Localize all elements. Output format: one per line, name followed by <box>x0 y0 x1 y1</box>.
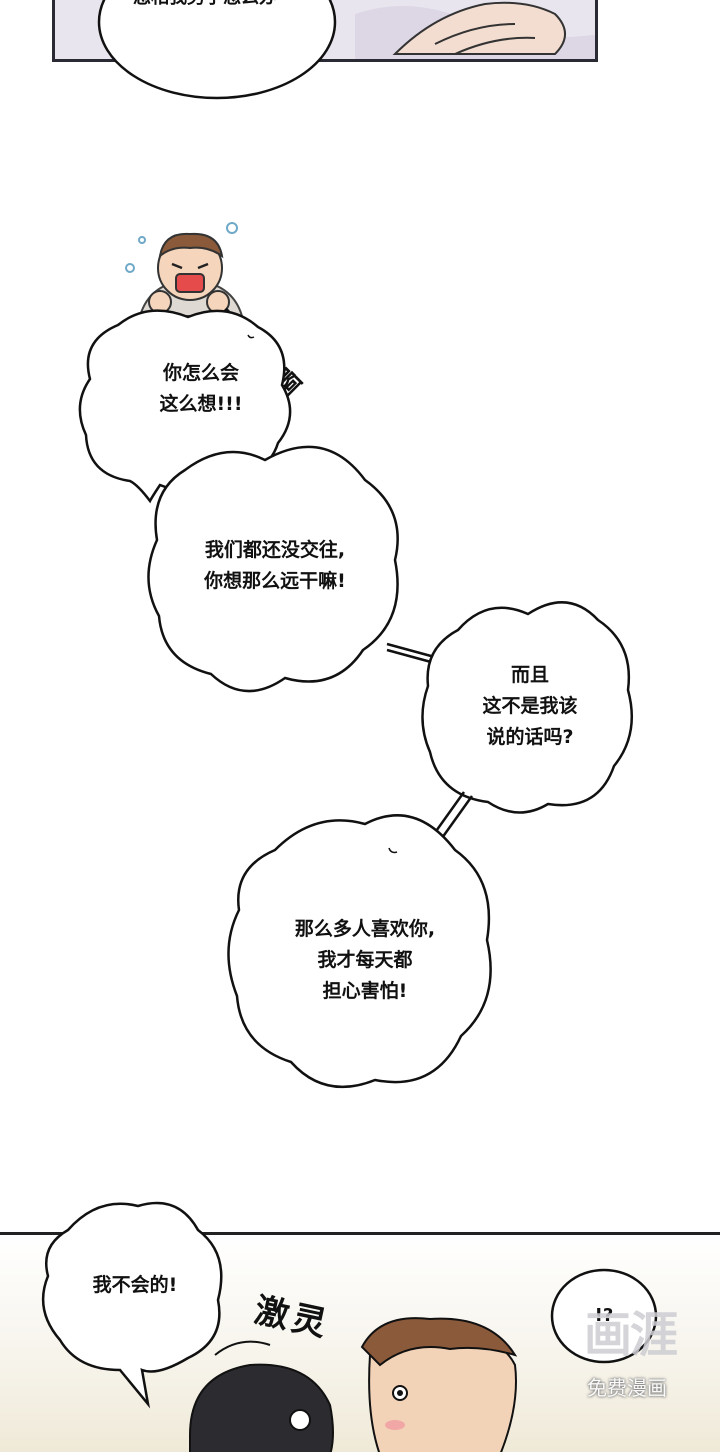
bubble-1-text: 你怎么会 这么想!!! <box>159 362 243 415</box>
speech-bubble-5 <box>41 1201 223 1409</box>
watermark-logo: 画涯 <box>583 1307 678 1363</box>
bubble-5-text: 我不会的! <box>92 1274 178 1296</box>
bottom-panel-art <box>189 1317 518 1452</box>
speech-bubble-6 <box>550 1268 658 1364</box>
top-bubble-text: 您相我男子怎么办 <box>100 0 310 13</box>
speech-bubble-4 <box>227 814 492 1089</box>
top-panel-art <box>355 1 595 59</box>
bubble-connector-3-4 <box>432 791 474 839</box>
chibi-character <box>125 222 244 317</box>
bubble-3-text: 而且 这不是我该 说的话吗? <box>482 664 578 748</box>
watermark-caption: 免费漫画 <box>587 1376 667 1400</box>
bubble-2-text: 我们都还没交往, 你想那么远干嘛! <box>204 539 346 592</box>
top-speech-bubble <box>97 0 337 100</box>
speech-bubble-2 <box>147 445 399 693</box>
bubble-6-text: !? <box>594 1305 614 1326</box>
speech-bubble-3 <box>421 601 634 814</box>
bubble-connector-2-3 <box>386 642 432 664</box>
bubble-4-text: 那么多人喜欢你, 我才每天都 担心害怕! <box>294 918 436 1002</box>
